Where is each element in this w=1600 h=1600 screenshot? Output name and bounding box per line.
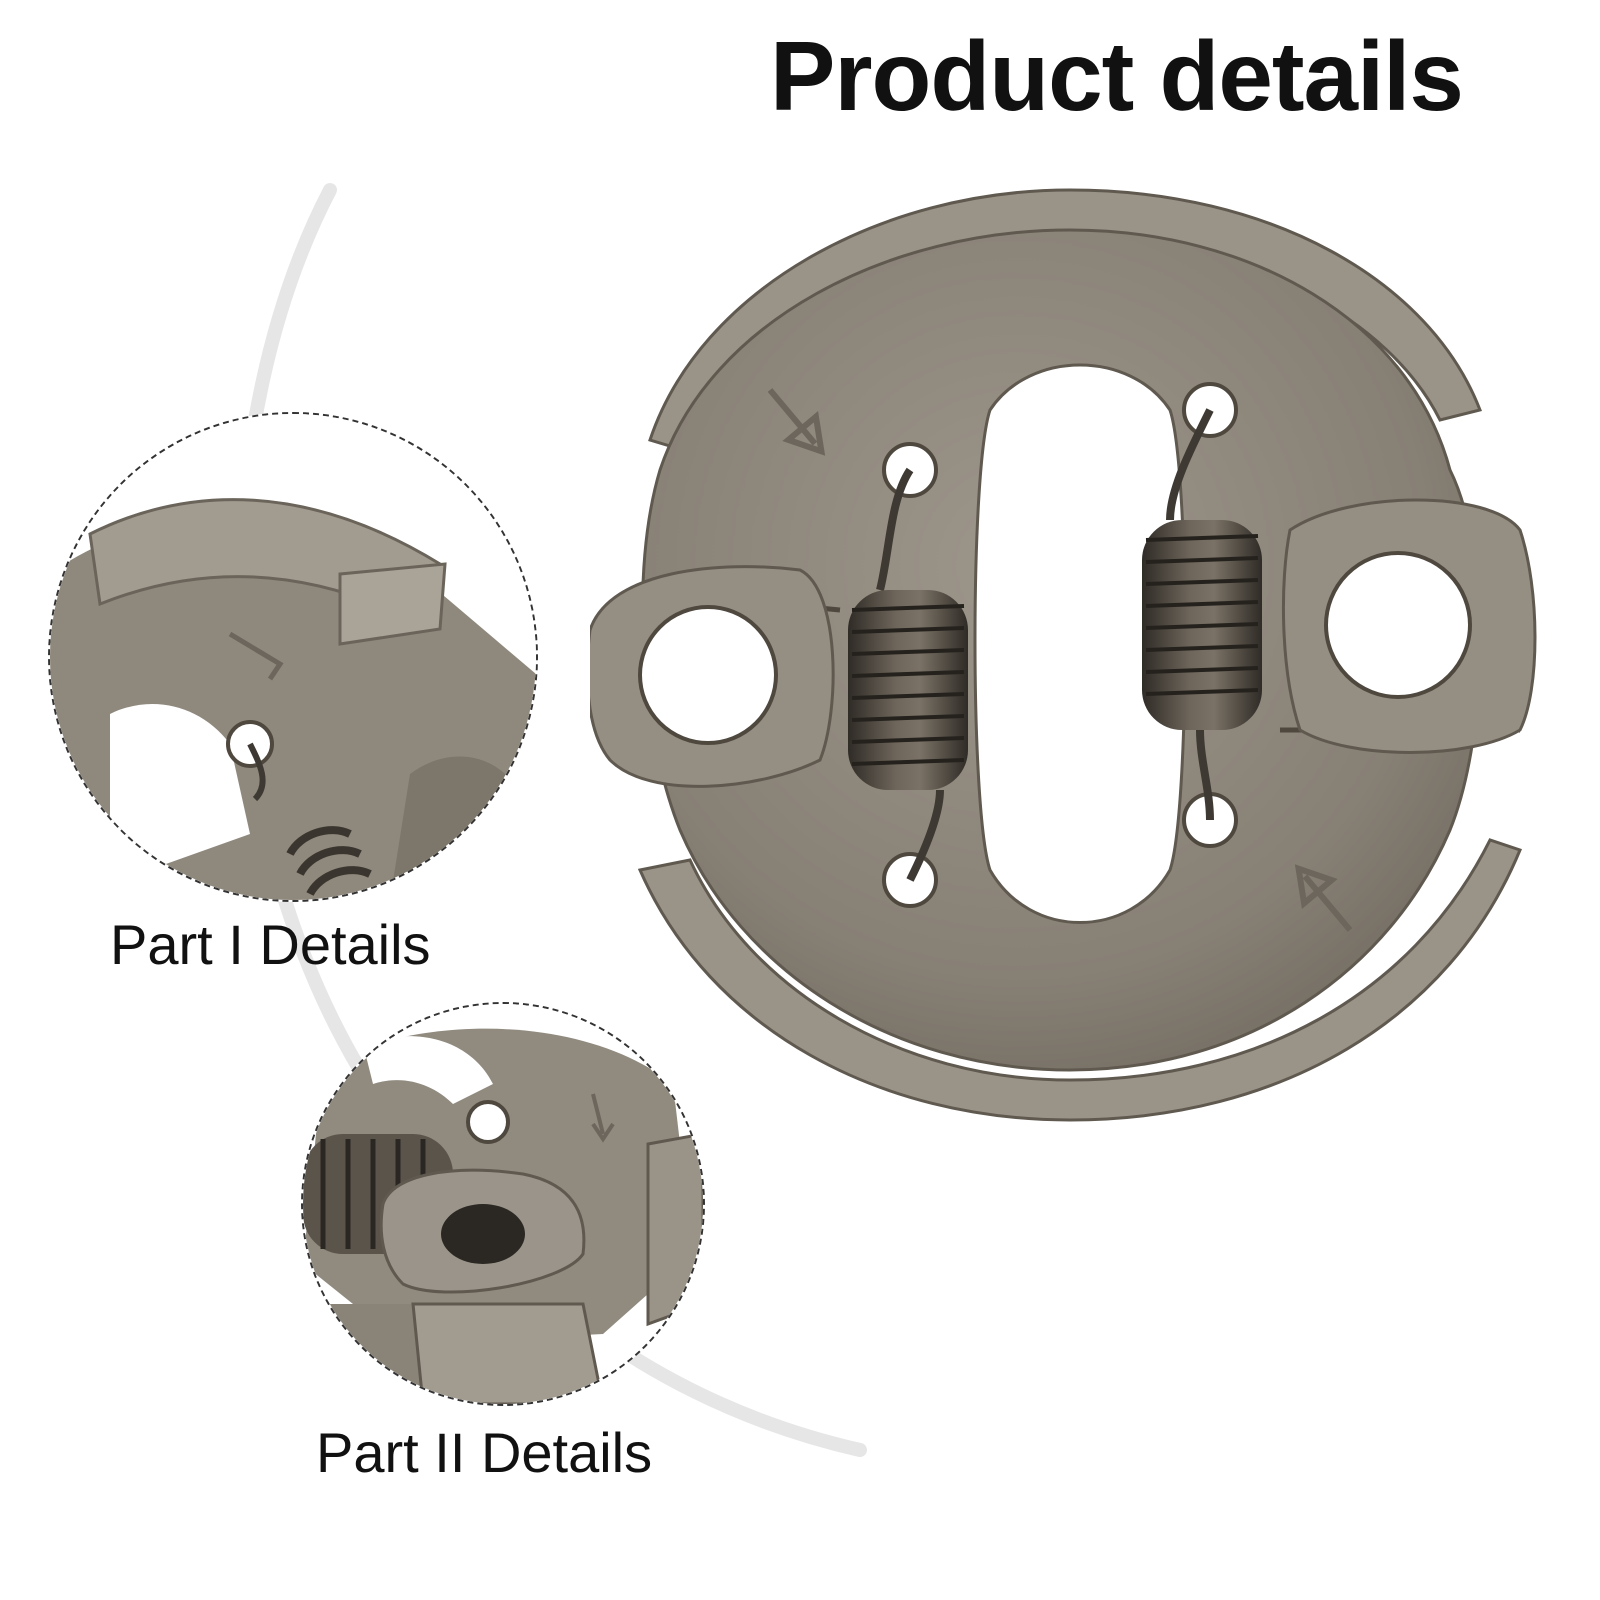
left-lug-hole bbox=[638, 605, 778, 745]
right-lug-hole bbox=[1324, 551, 1472, 699]
part-2-detail-image bbox=[301, 1002, 705, 1406]
clutch-product-image bbox=[590, 188, 1537, 1122]
center-opening bbox=[973, 363, 1187, 924]
right-spring bbox=[1142, 520, 1262, 730]
rotation-arrow-icon bbox=[1294, 864, 1353, 932]
part-1-detail-image bbox=[48, 412, 538, 902]
part-1-caption: Part I Details bbox=[110, 913, 431, 976]
rotation-arrow-icon bbox=[767, 388, 826, 456]
page-title: Product details bbox=[770, 21, 1464, 131]
clutch-shoe-lower bbox=[637, 838, 1522, 1122]
left-spring bbox=[848, 590, 968, 790]
part-2-caption: Part II Details bbox=[316, 1421, 653, 1484]
